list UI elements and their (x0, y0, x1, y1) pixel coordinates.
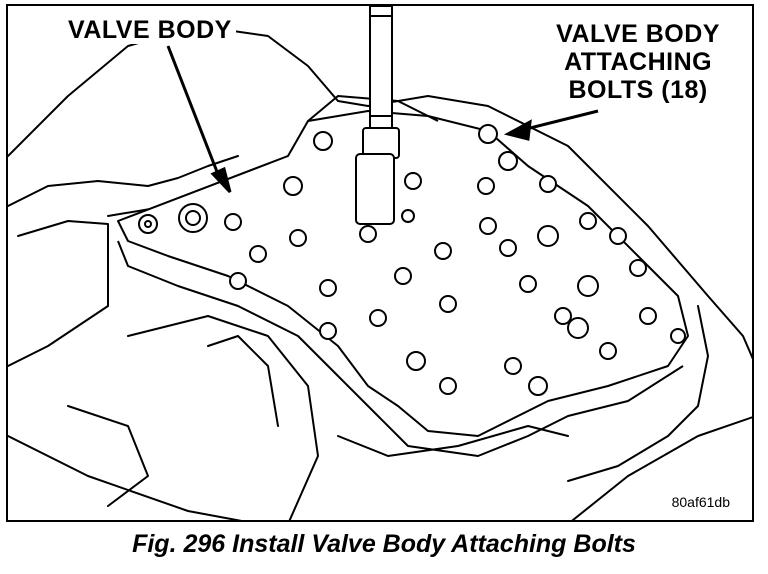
figure-frame: VALVE BODY VALVE BODY ATTACHING BOLTS (1… (6, 4, 754, 522)
image-code: 80af61db (671, 494, 730, 510)
valve-body-label: VALVE BODY (64, 16, 236, 44)
attaching-bolts-label-line2: ATTACHING (556, 48, 720, 76)
valve-body-illustration (8, 6, 752, 520)
figure-caption: Fig. 296 Install Valve Body Attaching Bo… (132, 530, 636, 558)
attaching-bolts-label-line1: VALVE BODY (556, 20, 720, 48)
valve-body-leader (166, 45, 223, 183)
attaching-bolts-label-line3: BOLTS (18) (556, 76, 720, 104)
bolts-leader (517, 109, 599, 133)
attaching-bolts-label: VALVE BODY ATTACHING BOLTS (18) (552, 20, 724, 104)
